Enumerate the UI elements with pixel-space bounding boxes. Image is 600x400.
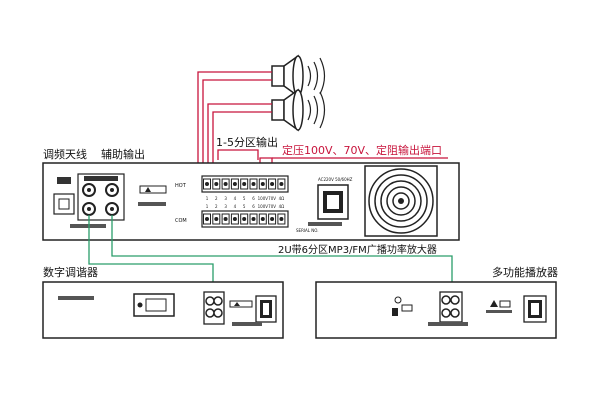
- com-terminal-screw: [279, 217, 284, 221]
- hot-terminal-label: 4Ω: [279, 196, 285, 201]
- com-terminal-label: 1: [206, 204, 209, 209]
- com-label: COM: [175, 218, 187, 224]
- com-terminal-screw: [232, 217, 237, 221]
- com-terminal-label: 6: [252, 204, 255, 209]
- com-terminal-label: 2: [215, 204, 218, 209]
- hot-terminal-screw: [251, 182, 256, 186]
- serial-label: SERIAL NO.: [296, 228, 319, 233]
- com-terminal-label: 4: [234, 204, 237, 209]
- hot-terminal-label: 100V: [258, 196, 269, 201]
- com-terminal-screw: [223, 217, 228, 221]
- com-terminal-label: 70V: [268, 204, 276, 209]
- com-terminal-screw: [214, 217, 219, 221]
- zone-output-label: 1-5分区输出: [216, 135, 278, 149]
- hot-terminal-label: 3: [224, 196, 227, 201]
- tuner-panel: [42, 281, 284, 339]
- hot-terminal-screw: [270, 182, 275, 186]
- hot-terminal-label: 2: [215, 196, 218, 201]
- hot-terminal-screw: [205, 182, 209, 186]
- hot-terminal-label: 70V: [268, 196, 276, 201]
- fan-grille: [364, 165, 438, 237]
- speaker-icon-2: [271, 88, 326, 132]
- com-terminal-label: 4Ω: [279, 204, 285, 209]
- tuner-label: 数字调谐器: [43, 265, 98, 279]
- voltage-output-label: 定压100V、70V、定阻输出端口: [282, 143, 442, 157]
- com-terminal-label: 5: [243, 204, 246, 209]
- hot-terminal-label: 4: [234, 196, 237, 201]
- hot-terminal-screw: [279, 182, 284, 186]
- player-panel: [315, 281, 557, 339]
- com-terminal-label: 100V: [258, 204, 269, 209]
- power-label: AC220V 50/60HZ: [318, 177, 353, 182]
- com-terminal-screw: [270, 217, 275, 221]
- hot-terminal-label: 6: [252, 196, 255, 201]
- antenna-label: 调频天线: [43, 147, 87, 161]
- hot-terminal-label: 1: [206, 196, 209, 201]
- hot-terminal-screw: [242, 182, 247, 186]
- com-terminal-screw: [251, 217, 256, 221]
- com-terminal-screw: [242, 217, 247, 221]
- hot-terminal-screw: [214, 182, 219, 186]
- com-terminal-label: 3: [224, 204, 227, 209]
- audio-cables: [88, 215, 453, 292]
- hot-terminal-screw: [260, 182, 265, 186]
- hot-label: HOT: [175, 183, 187, 189]
- hot-terminal-screw: [232, 182, 237, 186]
- com-terminal-screw: [205, 217, 209, 221]
- hot-terminal-label: 5: [243, 196, 246, 201]
- amplifier-title: 2U带6分区MP3/FM广播功率放大器: [278, 243, 437, 256]
- hot-terminal-screw: [223, 182, 228, 186]
- aux-output-label: 辅助输出: [101, 147, 145, 161]
- player-label: 多功能播放器: [492, 265, 558, 279]
- com-terminal-screw: [260, 217, 265, 221]
